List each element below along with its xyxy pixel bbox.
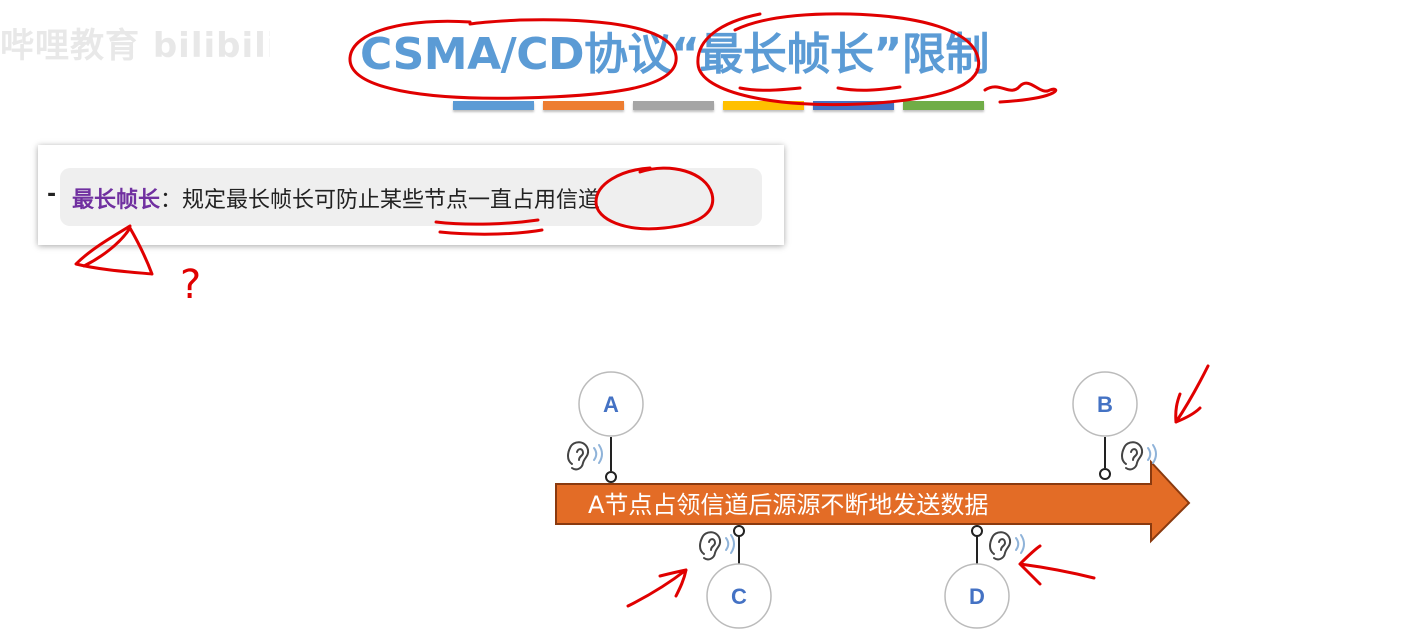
node-d: D (944, 525, 1010, 629)
definition-line: 最长帧长：规定最长帧长可防止某些节点一直占用信道 (72, 182, 600, 214)
node-label-c: C (731, 584, 747, 609)
node-c: C (706, 525, 772, 629)
ink-circle-max-frame (696, 12, 981, 107)
bus-label: A节点占领信道后源源不断地发送数据 (588, 491, 988, 519)
node-b: B (1072, 371, 1138, 480)
color-bar-orange (543, 101, 624, 110)
ink-arrow-d (1018, 544, 1096, 586)
definition-card: - 最长帧长：规定最长帧长可防止某些节点一直占用信道 (38, 145, 784, 245)
definition-term: 最长帧长 (72, 188, 161, 213)
ink-underline-title (836, 85, 902, 92)
ink-arrow-b (1174, 364, 1210, 424)
node-a: A (578, 371, 644, 483)
definition-text: 规定最长帧长可防止某些节点一直占用信道 (182, 188, 601, 213)
node-label-a: A (603, 392, 619, 417)
ink-underline-definition (434, 218, 540, 226)
ink-circle-occupy (594, 166, 715, 231)
definition-separator: ： (160, 188, 183, 213)
ink-squiggle (983, 81, 1058, 104)
node-label-b: B (1097, 392, 1113, 417)
definition-box: 最长帧长：规定最长帧长可防止某些节点一直占用信道 (60, 168, 762, 226)
color-bar-blue (453, 101, 534, 110)
ink-underline-title (738, 86, 802, 92)
ink-triangle-mark (74, 224, 154, 276)
ear-icon (1121, 441, 1157, 471)
ink-arrow-c (626, 568, 688, 608)
ink-circle-csmacd (348, 18, 678, 100)
data-bus-arrow: A节点占领信道后源源不断地发送数据 (555, 459, 1191, 544)
ear-icon (699, 531, 735, 561)
ink-underline-definition (438, 228, 544, 236)
node-label-d: D (969, 584, 985, 609)
color-bar-gray (633, 101, 714, 110)
color-bar-green (903, 101, 984, 110)
ear-icon (567, 441, 603, 471)
definition-bullet: - (47, 182, 57, 207)
ear-icon (989, 531, 1025, 561)
ink-question-mark: ? (180, 262, 201, 308)
bilibili-watermark: 哔哩教育 bilibili (0, 26, 270, 66)
color-bar-yellow (723, 101, 804, 110)
